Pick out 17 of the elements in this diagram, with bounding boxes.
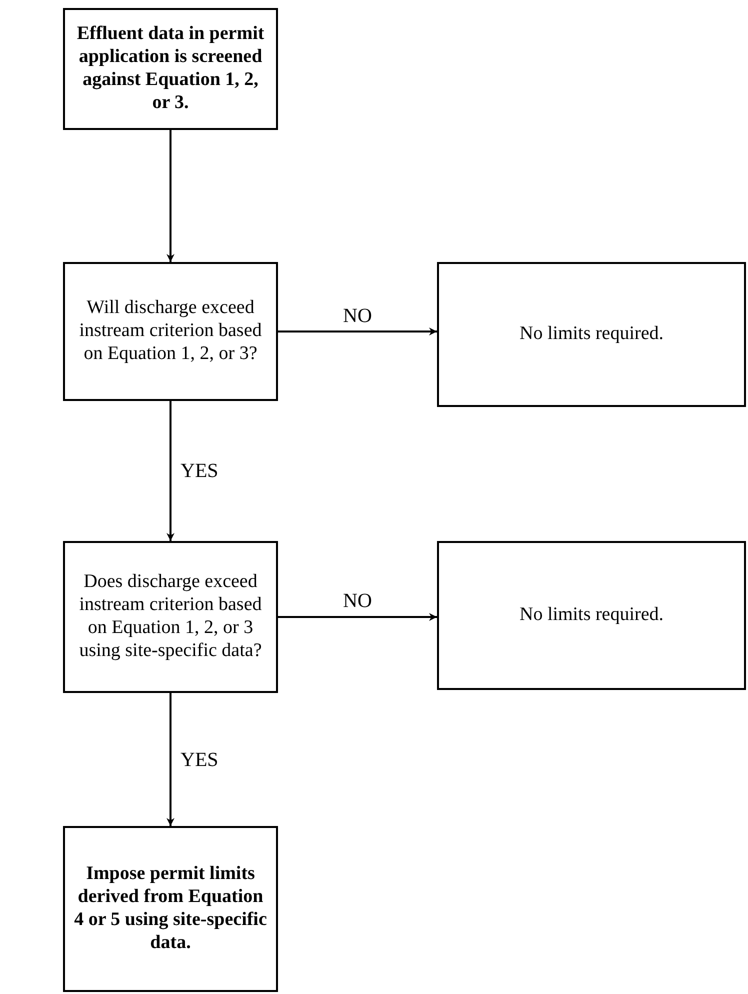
process-box bbox=[437, 262, 746, 407]
arrow bbox=[278, 328, 437, 336]
process-box bbox=[437, 541, 746, 690]
arrow bbox=[278, 613, 437, 621]
box-text: No limits required. bbox=[519, 604, 664, 627]
process-box bbox=[63, 826, 278, 992]
box-text: No limits required. bbox=[519, 323, 664, 346]
arrow bbox=[166, 401, 174, 541]
arrow bbox=[166, 130, 174, 262]
box-text: Impose permit limits derived from Equation 4 or 5 using site-specific data. bbox=[73, 863, 268, 955]
process-box bbox=[63, 8, 278, 130]
process-box bbox=[63, 541, 278, 693]
box-text: Does discharge exceed instream criterion based on Equation 1, 2, or 3 using site-specific data? bbox=[78, 571, 263, 663]
process-box bbox=[63, 262, 278, 401]
arrow bbox=[166, 693, 174, 826]
box-text: Will discharge exceed instream criterion based on Equation 1, 2, or 3? bbox=[78, 297, 263, 366]
box-text: Effluent data in permit application is screened against Equation 1, 2, or 3. bbox=[76, 23, 266, 115]
